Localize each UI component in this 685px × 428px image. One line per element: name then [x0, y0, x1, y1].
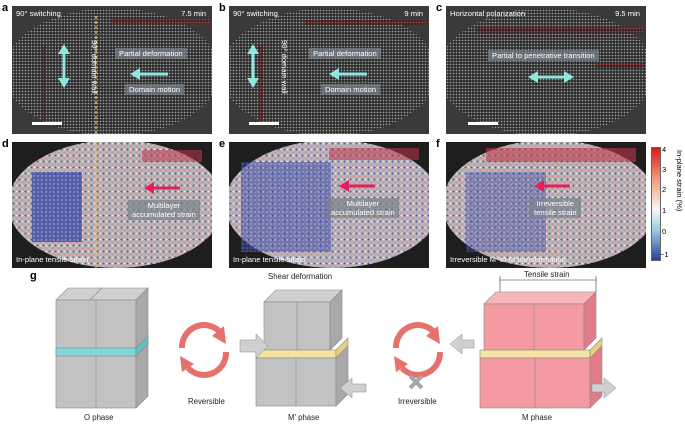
panel-a-label1: Partial deformation	[115, 48, 187, 59]
cyan-vertical-arrow	[58, 44, 70, 88]
panel-letter-b: b	[219, 2, 226, 14]
panel-a-wall-label: 90° domain wall	[90, 40, 99, 94]
reversible-label: Reversible	[188, 397, 225, 406]
strain-map	[446, 142, 646, 268]
panel-b-label1: Partial deformation	[309, 48, 381, 59]
haadf-texture	[446, 8, 646, 134]
panel-letter-c: c	[436, 2, 443, 14]
tensile-arrow-right	[591, 377, 617, 399]
panel-a-image: 90° switching 7.5 min 90° domain wall Pa…	[12, 6, 212, 134]
magenta-left-arrow	[144, 182, 180, 194]
tensile-dimension-line	[499, 276, 597, 292]
panel-e-caption: In-plane tensile strain	[233, 255, 306, 264]
panel-letter-g: g	[30, 270, 37, 282]
o-phase-cube	[55, 287, 149, 409]
panel-letter-a: a	[2, 2, 9, 14]
cyan-left-arrow	[329, 68, 367, 80]
panel-b-title: 90° switching	[233, 9, 278, 18]
shear-arrow-left	[339, 377, 367, 399]
cyan-horizontal-arrow	[528, 71, 574, 83]
panel-b-label2: Domain motion	[321, 84, 381, 95]
panel-c-title: Horizontal polarization	[450, 9, 526, 18]
phase-schematic	[55, 276, 617, 409]
panel-f-label: Irreversible tensile strain	[530, 198, 581, 218]
strain-map	[12, 142, 212, 268]
irreversible-cycle-arrows	[393, 322, 443, 390]
panel-b-image: 90° switching 9 min 90° domain wall Part…	[229, 6, 429, 134]
panel-letter-f: f	[436, 138, 440, 150]
haadf-texture	[12, 8, 212, 134]
panel-e-label: Multilayer accumulated strain	[327, 198, 399, 218]
magenta-left-arrow	[339, 180, 375, 192]
m-phase-cube	[479, 291, 603, 409]
colorbar-tick: 2	[662, 185, 667, 194]
colorbar-tick: 1	[662, 206, 667, 215]
colorbar	[651, 147, 661, 261]
colorbar-tick: −1	[660, 250, 669, 259]
colorbar-tick: 4	[662, 145, 667, 154]
haadf-texture	[229, 8, 429, 134]
colorbar-tick: 3	[662, 165, 667, 174]
panel-f-caption: Irreversible M′-to-M transformation	[450, 255, 566, 264]
panel-c-image: Horizontal polarization 9.5 min Partial …	[446, 6, 646, 134]
panel-a-time: 7.5 min	[181, 9, 206, 18]
shear-deformation-label: Shear deformation	[268, 272, 333, 281]
cross-icon	[408, 374, 424, 390]
shear-arrow-right	[239, 333, 269, 359]
panel-d-label: Multilayer accumulated strain	[128, 200, 200, 220]
reversible-cycle-arrows	[179, 322, 229, 378]
colorbar-tick: 0	[662, 227, 667, 236]
panel-letter-d: d	[2, 138, 9, 150]
mprime-phase-label: M′ phase	[288, 413, 320, 422]
panel-a-label2: Domain motion	[125, 84, 185, 95]
panel-e-image: Multilayer accumulated strain In-plane t…	[229, 142, 429, 268]
magenta-left-arrow	[534, 180, 570, 192]
panel-letter-e: e	[219, 138, 226, 150]
panel-b-wall-label: 90° domain wall	[280, 40, 289, 94]
colorbar-title: In-plane strain (%)	[675, 150, 684, 212]
panel-c-label1: Partial to penetrative transition	[488, 50, 599, 61]
cyan-vertical-arrow	[247, 44, 259, 88]
panel-c-time: 9.5 min	[615, 9, 640, 18]
tensile-arrow-left	[449, 333, 475, 355]
panel-b-time: 9 min	[404, 9, 423, 18]
panel-d-caption: In-plane tensile strain	[16, 255, 89, 264]
cyan-left-arrow	[130, 68, 168, 80]
panel-f-image: Irreversible tensile strain Irreversible…	[446, 142, 646, 268]
mprime-phase-cube	[255, 289, 349, 407]
panel-a-title: 90° switching	[16, 9, 61, 18]
tensile-strain-label: Tensile strain	[524, 270, 570, 279]
irreversible-label: Irreversible	[398, 397, 437, 406]
o-phase-label: O phase	[84, 413, 114, 422]
panel-d-image: Multilayer accumulated strain In-plane t…	[12, 142, 212, 268]
m-phase-label: M phase	[522, 413, 552, 422]
